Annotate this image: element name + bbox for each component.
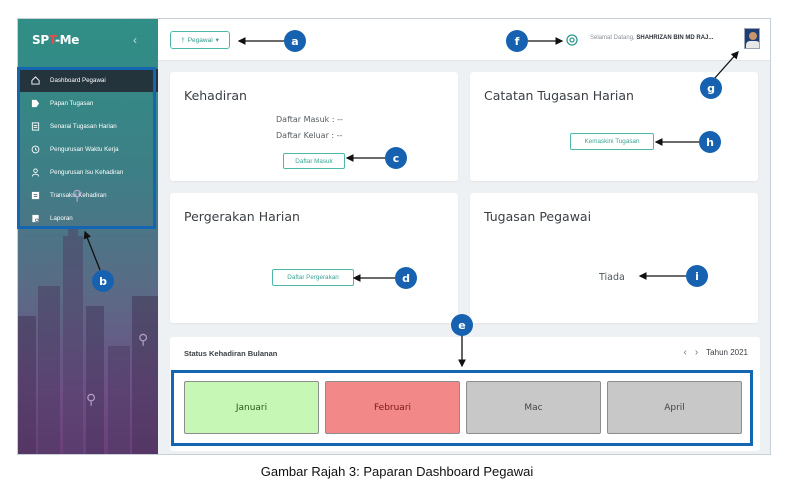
- card-title: Kehadiran: [184, 88, 247, 103]
- top-bar: † Pegawai ▾ Selamat Datang, SHAHRIZAN BI…: [158, 19, 770, 61]
- month-label: Mac: [524, 402, 543, 413]
- map-pin-icon: ⚲: [86, 391, 97, 407]
- annotation-marker-e: e: [451, 314, 473, 336]
- annotation-marker-f: f: [506, 30, 528, 52]
- logo-mark: T: [48, 33, 55, 47]
- sidebar-item-papan-tugasan[interactable]: Papan Tugasan: [18, 92, 158, 115]
- card-title: Catatan Tugasan Harian: [484, 88, 634, 103]
- year-navigation: ‹ › Tahun 2021: [683, 347, 748, 358]
- tag-icon: [30, 99, 40, 109]
- card-title: Tugasan Pegawai: [484, 209, 592, 224]
- clipboard-icon: [30, 122, 40, 132]
- tugasan-pegawai-card: Tugasan Pegawai Tiada: [470, 193, 758, 323]
- daftar-masuk-button[interactable]: Daftar Masuk: [283, 153, 345, 169]
- sidebar-item-label: Pengurusan Waktu Kerja: [50, 146, 119, 153]
- logo-prefix: SP: [32, 33, 49, 47]
- pergerakan-harian-card: Pergerakan Harian Daftar Pergerakan: [170, 193, 458, 323]
- app-window: SPT-Me ‹ Dashboard Pegawai Papan Tugasan: [17, 18, 771, 455]
- sidebar-item-pengurusan-isu-kehadiran[interactable]: Pengurusan Isu Kehadiran: [18, 161, 158, 184]
- home-icon: [30, 76, 40, 86]
- role-dropdown-button[interactable]: † Pegawai ▾: [170, 31, 230, 49]
- daftar-keluar-status: Daftar Keluar : --: [276, 131, 343, 140]
- sidebar-item-transaksi-kehadiran[interactable]: Transaksi Kehadiran: [18, 184, 158, 207]
- map-pin-icon: ⚲: [138, 331, 149, 347]
- annotation-marker-g: g: [700, 77, 722, 99]
- month-tiles: Januari Februari Mac April: [184, 381, 742, 434]
- card-title: Pergerakan Harian: [184, 209, 300, 224]
- sidebar-item-label: Pengurusan Isu Kehadiran: [50, 169, 124, 176]
- month-label: April: [664, 402, 685, 413]
- sidebar-item-pengurusan-waktu-kerja[interactable]: Pengurusan Waktu Kerja: [18, 138, 158, 161]
- collapse-sidebar-icon[interactable]: ‹: [133, 33, 137, 47]
- user-name: SHAHRIZAN BIN MD RAJ...: [636, 35, 714, 41]
- history-icon: [30, 145, 40, 155]
- person-icon: †: [181, 36, 185, 44]
- month-tile-april[interactable]: April: [607, 381, 742, 434]
- sidebar-item-label: Senarai Tugasan Harian: [50, 123, 117, 130]
- map-pin-icon: ⚲: [72, 187, 83, 203]
- month-label: Februari: [373, 402, 412, 413]
- annotation-highlight-b: [17, 67, 156, 229]
- year-label: Tahun 2021: [706, 348, 748, 357]
- role-label: Pegawai: [187, 36, 213, 44]
- month-label: Januari: [235, 402, 268, 413]
- welcome-text: Selamat Datang,: [590, 35, 637, 41]
- sidebar-item-label: Transaksi Kehadiran: [50, 192, 107, 199]
- sidebar-item-label: Laporan: [50, 215, 73, 222]
- avatar[interactable]: [744, 28, 760, 49]
- month-tile-mac[interactable]: Mac: [466, 381, 601, 434]
- figure-caption: Gambar Rajah 3: Paparan Dashboard Pegawa…: [260, 464, 534, 479]
- month-tile-januari[interactable]: Januari: [184, 381, 319, 434]
- daftar-masuk-status: Daftar Masuk : --: [276, 115, 343, 124]
- chevron-left-icon[interactable]: ‹: [683, 347, 687, 358]
- annotation-marker-d: d: [395, 267, 417, 289]
- annotation-marker-a: a: [284, 30, 306, 52]
- sidebar-item-label: Papan Tugasan: [50, 100, 94, 107]
- annotation-highlight-e: [171, 370, 753, 446]
- tugasan-value: Tiada: [599, 272, 625, 283]
- status-title: Status Kehadiran Bulanan: [184, 349, 278, 358]
- kehadiran-card: Kehadiran Daftar Masuk : -- Daftar Kelua…: [170, 72, 458, 181]
- sidebar-item-senarai-tugasan-harian[interactable]: Senarai Tugasan Harian: [18, 115, 158, 138]
- sidebar-item-laporan[interactable]: Laporan: [18, 207, 158, 230]
- report-icon: [30, 214, 40, 224]
- support-icon[interactable]: [566, 34, 578, 46]
- sidebar-item-dashboard-pegawai[interactable]: Dashboard Pegawai: [18, 69, 158, 92]
- kemaskini-tugasan-button[interactable]: Kemaskini Tugasan: [570, 133, 654, 150]
- chevron-down-icon: ▾: [215, 37, 219, 44]
- app-logo[interactable]: SPT-Me: [32, 33, 79, 47]
- status-kehadiran-panel: Status Kehadiran Bulanan ‹ › Tahun 2021 …: [170, 337, 760, 451]
- person-icon: [30, 168, 40, 178]
- sidebar-menu: Dashboard Pegawai Papan Tugasan Senarai …: [18, 69, 158, 230]
- list-icon: [30, 191, 40, 201]
- annotation-marker-b: b: [92, 270, 114, 292]
- sidebar-item-label: Dashboard Pegawai: [50, 77, 106, 84]
- annotation-marker-i: i: [686, 265, 708, 287]
- chevron-right-icon[interactable]: ›: [694, 347, 699, 358]
- sidebar: SPT-Me ‹ Dashboard Pegawai Papan Tugasan: [18, 19, 158, 454]
- welcome-message: Selamat Datang, SHAHRIZAN BIN MD RAJ...: [590, 35, 713, 41]
- month-tile-februari[interactable]: Februari: [325, 381, 460, 434]
- annotation-marker-c: c: [385, 147, 407, 169]
- logo-suffix: -Me: [54, 33, 80, 47]
- daftar-pergerakan-button[interactable]: Daftar Pergerakan: [272, 269, 354, 286]
- annotation-marker-h: h: [699, 131, 721, 153]
- city-skyline-illustration: [18, 226, 158, 454]
